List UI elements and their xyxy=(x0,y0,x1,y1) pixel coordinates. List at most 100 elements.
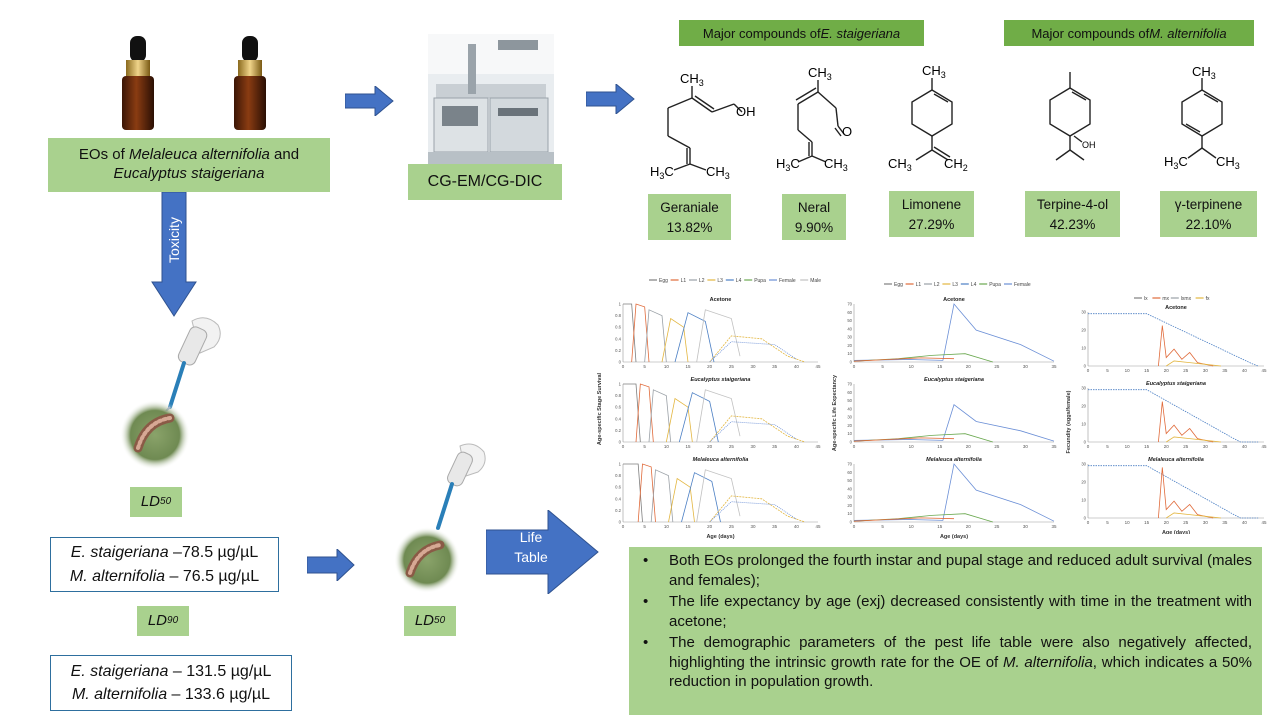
ch2-label: CH xyxy=(944,156,963,171)
y-tick-label: 70 xyxy=(847,462,852,467)
series-line xyxy=(681,472,721,523)
legend-label: L4 xyxy=(736,278,742,284)
ch3-label-3: CH xyxy=(808,65,827,80)
series-line xyxy=(1166,360,1222,367)
toxicity-label: Toxicity xyxy=(166,217,182,263)
compound-name: Limonene xyxy=(901,197,962,212)
chart-xlabel: Age (days) xyxy=(706,534,734,540)
series-line xyxy=(674,312,715,363)
oh-label-2: OH xyxy=(1082,140,1096,150)
x-tick-label: 30 xyxy=(1023,444,1029,449)
x-tick-label: 15 xyxy=(1144,368,1150,373)
series-line xyxy=(1088,313,1259,367)
series-line xyxy=(623,383,641,443)
series-line xyxy=(709,341,797,363)
sub3-label: 3 xyxy=(699,78,704,88)
ld50-sub: 50 xyxy=(160,495,172,507)
ch3-label-5: CH xyxy=(922,63,941,78)
y-tick-label: 0.6 xyxy=(615,485,621,490)
x-tick-label: 20 xyxy=(966,444,972,449)
x-tick-label: 5 xyxy=(643,524,646,529)
ld50-alt-value: – 76.5 µg/µL xyxy=(165,567,260,585)
y-tick-label: 0.2 xyxy=(615,508,621,513)
legend-label: Pupa xyxy=(754,278,766,284)
eos-text-and: and xyxy=(269,146,300,164)
x-tick-label: 15 xyxy=(1144,520,1150,525)
ld50-alt-name: M. alternifolia xyxy=(69,567,166,585)
caterpillar-on-leaf-image-2 xyxy=(394,527,460,593)
compound-box-limonene: Limonene 27.29% xyxy=(889,191,974,237)
ld50-staig-value: –78.5 µg/µL xyxy=(168,544,259,562)
series-line xyxy=(853,517,955,522)
ch3-label: CH xyxy=(680,71,699,86)
x-tick-label: 20 xyxy=(966,364,972,369)
series-line xyxy=(637,463,656,523)
y-tick-label: 0.8 xyxy=(615,393,621,398)
x-tick-label: 25 xyxy=(1183,520,1189,525)
svg-text:H3C: H3C xyxy=(1164,154,1188,171)
svg-text:H3C: H3C xyxy=(650,164,674,181)
x-tick-label: 45 xyxy=(1261,368,1267,373)
x-tick-label: 40 xyxy=(794,444,800,449)
svg-text:CH3: CH3 xyxy=(680,71,704,88)
x-tick-label: 25 xyxy=(994,524,1000,529)
y-tick-label: 10 xyxy=(1081,422,1086,427)
legend-label: L2 xyxy=(699,278,705,284)
life-table-label: Life Table xyxy=(500,528,562,567)
y-tick-label: 0 xyxy=(850,520,853,525)
x-tick-label: 25 xyxy=(994,364,1000,369)
svg-text:CH3: CH3 xyxy=(706,164,730,181)
y-tick-label: 30 xyxy=(847,495,852,500)
x-tick-label: 5 xyxy=(1106,520,1109,525)
svg-text:CH3: CH3 xyxy=(888,156,912,173)
x-tick-label: 20 xyxy=(707,444,713,449)
svg-text:H3C: H3C xyxy=(776,156,800,173)
x-tick-label: 45 xyxy=(815,524,821,529)
sub3-label-11: 3 xyxy=(1235,161,1240,171)
x-tick-label: 10 xyxy=(1125,444,1131,449)
x-tick-label: 5 xyxy=(881,524,884,529)
series-line xyxy=(709,501,797,523)
y-tick-label: 0.4 xyxy=(615,416,621,421)
sub3-label-10: 3 xyxy=(1173,161,1178,171)
ch3-label-4: CH xyxy=(824,156,843,171)
essential-oil-bottles xyxy=(122,36,266,130)
limonene-structure: CH3 CH3 CH2 xyxy=(888,63,968,173)
y-tick-label: 70 xyxy=(847,302,852,307)
sub3-label-2: 3 xyxy=(659,171,664,181)
x-tick-label: 25 xyxy=(1183,444,1189,449)
x-tick-label: 35 xyxy=(772,444,778,449)
series-line xyxy=(1166,436,1222,443)
c-label-2: C xyxy=(790,156,799,171)
y-tick-label: 60 xyxy=(847,390,852,395)
bullet-icon: • xyxy=(643,552,649,569)
panel-title: Eucalyptus staigeriana xyxy=(1146,381,1206,387)
x-tick-label: 5 xyxy=(643,444,646,449)
compound-value: 42.23% xyxy=(1049,217,1096,233)
sub3-label-3: 3 xyxy=(725,171,730,181)
y-tick-label: 20 xyxy=(847,423,852,428)
y-tick-label: 40 xyxy=(847,406,852,411)
y-tick-label: 0.6 xyxy=(615,325,621,330)
series-line xyxy=(1088,465,1259,519)
x-tick-label: 30 xyxy=(750,524,756,529)
svg-text:CH3: CH3 xyxy=(824,156,848,173)
result-item: • The demographic parameters of the pest… xyxy=(639,633,1252,692)
life-table-line1: Life xyxy=(519,529,543,545)
x-tick-label: 20 xyxy=(707,364,713,369)
neral-structure: CH3 O H3C CH3 xyxy=(776,65,852,173)
y-tick-label: 0.8 xyxy=(615,313,621,318)
caterpillar-on-leaf-image xyxy=(120,400,190,470)
y-tick-label: 20 xyxy=(1081,328,1086,333)
y-tick-label: 40 xyxy=(847,326,852,331)
sub3-label-6: 3 xyxy=(843,163,848,173)
series-line xyxy=(648,389,672,443)
y-tick-label: 0 xyxy=(619,360,622,365)
x-tick-label: 35 xyxy=(772,364,778,369)
compound-value: 9.90% xyxy=(794,220,834,236)
x-tick-label: 45 xyxy=(1261,444,1267,449)
series-line xyxy=(635,383,654,443)
